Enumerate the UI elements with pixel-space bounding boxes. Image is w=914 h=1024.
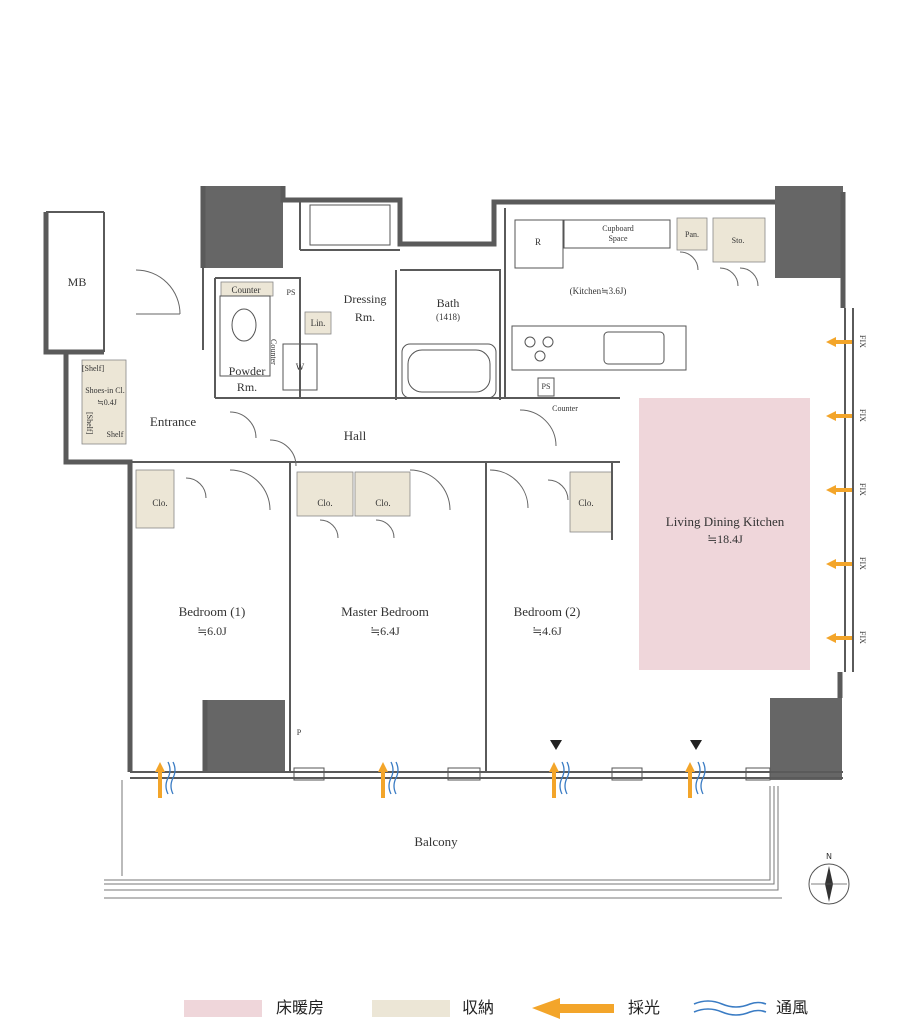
label-sto: Sto. [731,236,745,245]
label-dressing-line1: Dressing [343,292,387,306]
label-powder-line2: Rm. [236,380,258,394]
label-counter-kitchen: Counter [552,404,578,413]
label-ps-master: P [296,728,302,737]
label-bedroom2-line2: ≒4.6J [532,624,562,638]
label-fix-2: FIX [858,408,867,422]
label-hall: Hall [343,428,367,443]
storage-areas [81,217,766,533]
exterior-walls [43,186,846,772]
ventilation-waves [165,761,706,795]
label-entrance: Entrance [149,414,197,429]
label-shoes-cl: Shoes-in Cl. [85,386,125,395]
columns [44,186,843,780]
label-bath-line2: (1418) [436,312,460,322]
label-bedroom2-line1: Bedroom (2) [513,604,581,619]
legend-floor-heating-label: 床暖房 [276,998,325,1017]
interior-walls [46,200,854,779]
legend-daylight-label: 採光 [628,998,661,1017]
compass-icon [808,863,850,905]
daylight-arrows-south [155,762,695,798]
balcony-rails [104,780,782,899]
legend-ventilation-label: 通風 [776,998,809,1017]
label-clo-3: Clo. [375,498,391,508]
label-master-line2: ≒6.4J [370,624,400,638]
legend-daylight-arrow-icon [532,998,614,1019]
label-ldk-line1: Living Dining Kitchen [665,514,785,529]
label-bedroom1-line1: Bedroom (1) [178,604,246,619]
legend-floor-heating-swatch [184,1000,262,1017]
label-mb: MB [67,275,87,289]
daylight-arrows-east [826,337,852,643]
compass-label: N [826,852,832,861]
label-clo-1: Clo. [152,498,168,508]
label-balcony: Balcony [414,834,458,849]
label-powder-line1: Powder [228,364,266,378]
label-counter-powder: Counter [231,285,261,295]
fixtures [219,204,687,399]
legend: 床暖房 収納 採光 通風 [0,996,914,1020]
floor-heating-area [639,398,810,670]
triangle-markers [550,740,702,750]
label-fix-1: FIX [858,334,867,348]
south-windows [293,767,771,781]
label-shelf-bottom: Shelf [106,430,124,439]
label-shelf-side: [Shelf] [85,411,94,435]
label-ldk-line2: ≒18.4J [707,532,743,546]
label-dressing-line2: Rm. [354,310,376,324]
label-cupboard-line1: Cupboard [602,224,634,233]
label-shelf-top: [Shelf] [81,364,105,373]
label-clo-2: Clo. [317,498,333,508]
label-shoes-area: ≒0.4J [97,398,117,407]
label-lin: Lin. [310,318,326,328]
label-clo-4: Clo. [578,498,594,508]
label-kitchen: (Kitchen≒3.6J) [569,286,627,296]
label-fix-5: FIX [858,630,867,644]
legend-storage-label: 収納 [462,998,495,1017]
door-swings [135,251,759,539]
label-bath-line1: Bath [436,296,460,310]
label-fix-3: FIX [858,482,867,496]
legend-ventilation-icon [693,1000,767,1016]
label-w: W [295,362,305,372]
label-cupboard-line2: Space [608,234,628,243]
label-pan: Pan. [685,230,699,239]
label-bedroom1-line2: ≒6.0J [197,624,227,638]
label-fix-4: FIX [858,556,867,570]
label-counter-vertical: Counter [269,339,278,365]
label-r: R [534,237,541,247]
stove-burners [524,336,554,362]
legend-storage-swatch [372,1000,450,1017]
label-ps-kitchen: PS [541,382,551,391]
label-ps-powder: PS [286,288,296,297]
label-master-line1: Master Bedroom [341,604,429,619]
